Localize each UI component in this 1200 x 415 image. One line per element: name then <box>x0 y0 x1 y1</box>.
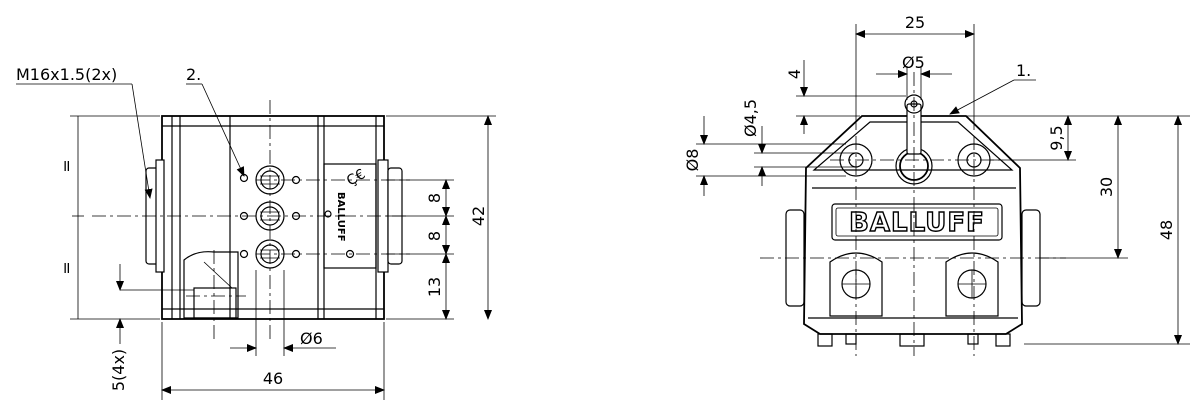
dim-25: 25 <box>905 13 925 32</box>
dim-equal-top: = <box>57 159 76 172</box>
dim-8-lower: 8 <box>425 231 444 241</box>
dim-48: 48 <box>1157 220 1176 240</box>
brand-logo: BALLUFF <box>849 208 985 238</box>
dim-42: 42 <box>469 206 488 226</box>
dim-4: 4 <box>785 69 804 79</box>
dim-led-diameter: Ø6 <box>300 329 323 348</box>
dim-5-4x: 5(4x) <box>109 349 128 391</box>
thread-label: M16x1.5(2x) <box>16 65 117 84</box>
dim-46: 46 <box>263 369 283 388</box>
callout-1: 1. <box>1016 61 1031 80</box>
dim-hole-large: Ø8 <box>683 149 702 172</box>
side-label-text: BALLUFF <box>335 192 346 242</box>
dim-9-5: 9,5 <box>1047 125 1066 150</box>
front-view: BALLUFF 25 <box>683 13 1190 356</box>
side-view: BALLUFF Ç€ = = M16x1.5(2x) 2. 5(4x) <box>16 65 496 400</box>
brand-plate <box>831 203 1003 241</box>
dim-hole-small: Ø4,5 <box>741 99 760 137</box>
svg-text:Ç€: Ç€ <box>344 166 368 189</box>
dim-pin-diameter: Ø5 <box>902 53 925 72</box>
dim-equal-bottom: = <box>57 261 76 274</box>
dim-8-upper: 8 <box>425 193 444 203</box>
dim-30: 30 <box>1097 177 1116 197</box>
callout-2: 2. <box>186 65 201 84</box>
dim-13: 13 <box>425 277 444 297</box>
